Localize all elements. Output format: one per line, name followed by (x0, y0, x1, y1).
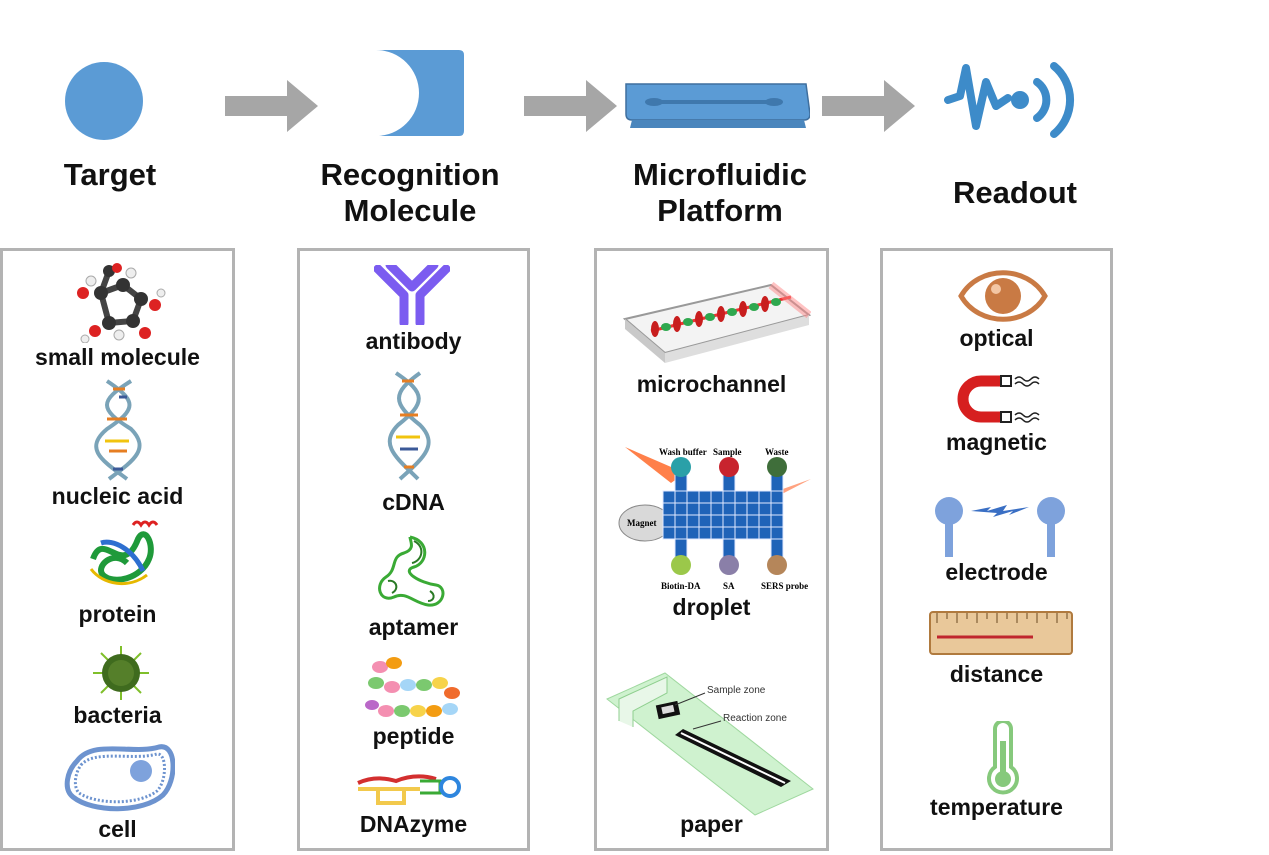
droplet-label-sers: SERS probe (761, 581, 808, 591)
platform-label-1: droplet (672, 594, 751, 620)
droplet-label-biotin: Biotin-DA (661, 581, 701, 591)
cdna-icon (387, 371, 431, 481)
recognition-panel: antibody cDNA aptamer peptide DNAzyme (297, 248, 530, 851)
target-label-1: nucleic acid (51, 483, 184, 509)
header-platform: Microfluidic Platform (600, 157, 840, 229)
signal-wave-icon (944, 62, 1074, 138)
header-target: Target (63, 157, 157, 192)
header-recognition: Recognition Molecule (290, 157, 530, 229)
antibody-icon (374, 265, 450, 325)
recognition-label-0: antibody (365, 328, 462, 354)
aptamer-icon (378, 535, 445, 607)
thermometer-icon (987, 721, 1019, 795)
platforms-panel: microchannel Wash buffer Sample Waste Ma… (594, 248, 829, 851)
header-readout: Readout (953, 175, 1077, 210)
magnet-icon (957, 375, 1040, 423)
recognition-label-4: DNAzyme (359, 811, 468, 837)
target-label-2: protein (78, 601, 157, 627)
target-label-3: bacteria (73, 702, 162, 728)
paper-device-icon: Sample zone Reaction zone (606, 672, 814, 816)
readouts-panel: optical magnetic electrode distance temp… (880, 248, 1113, 851)
platform-label-0: microchannel (636, 371, 787, 397)
arrow-2-icon (524, 80, 617, 132)
microchannel-icon (622, 281, 811, 363)
dnazyme-icon (357, 774, 461, 805)
readout-label-2: electrode (945, 559, 1048, 585)
recognition-label-1: cDNA (382, 489, 445, 515)
arrow-3-icon (822, 80, 915, 132)
microfluidic-chip-icon (625, 83, 810, 128)
readout-label-0: optical (959, 325, 1034, 351)
header-recognition-line2: Molecule (343, 193, 477, 228)
receptor-shape-icon (376, 50, 464, 136)
droplet-chip-icon: Wash buffer Sample Waste Magnet Biotin-D… (618, 447, 811, 591)
droplet-label-wash: Wash buffer (659, 447, 707, 457)
recognition-label-3: peptide (372, 723, 455, 749)
electrode-icon (935, 497, 1065, 557)
header-platform-line1: Microfluidic (633, 157, 807, 192)
readout-label-3: distance (949, 661, 1044, 687)
eye-icon (958, 270, 1048, 322)
readout-label-1: magnetic (946, 429, 1047, 455)
header-recognition-line1: Recognition (320, 157, 500, 192)
arrow-1-icon (225, 80, 318, 132)
nucleic-acid-icon (94, 379, 142, 481)
recognition-label-2: aptamer (368, 614, 459, 640)
protein-icon (89, 520, 159, 586)
platform-label-2: paper (680, 811, 743, 837)
targets-panel: small molecule nucleic acid protein bact… (0, 248, 235, 851)
target-circle-icon (65, 62, 143, 140)
droplet-label-waste: Waste (765, 447, 789, 457)
cell-icon (64, 744, 175, 812)
peptide-icon (365, 657, 460, 717)
droplet-label-sample: Sample (713, 447, 742, 457)
target-label-4: cell (98, 816, 137, 842)
bacteria-icon (93, 646, 149, 700)
small-molecule-icon (77, 263, 166, 343)
ruler-icon (929, 611, 1073, 655)
droplet-label-magnet: Magnet (627, 518, 657, 528)
header-platform-line2: Platform (657, 193, 783, 228)
droplet-label-sa: SA (723, 581, 735, 591)
target-label-0: small molecule (35, 344, 200, 370)
readout-label-4: temperature (930, 794, 1063, 820)
paper-label-reaction-zone: Reaction zone (723, 713, 787, 724)
paper-label-sample-zone: Sample zone (707, 685, 766, 696)
